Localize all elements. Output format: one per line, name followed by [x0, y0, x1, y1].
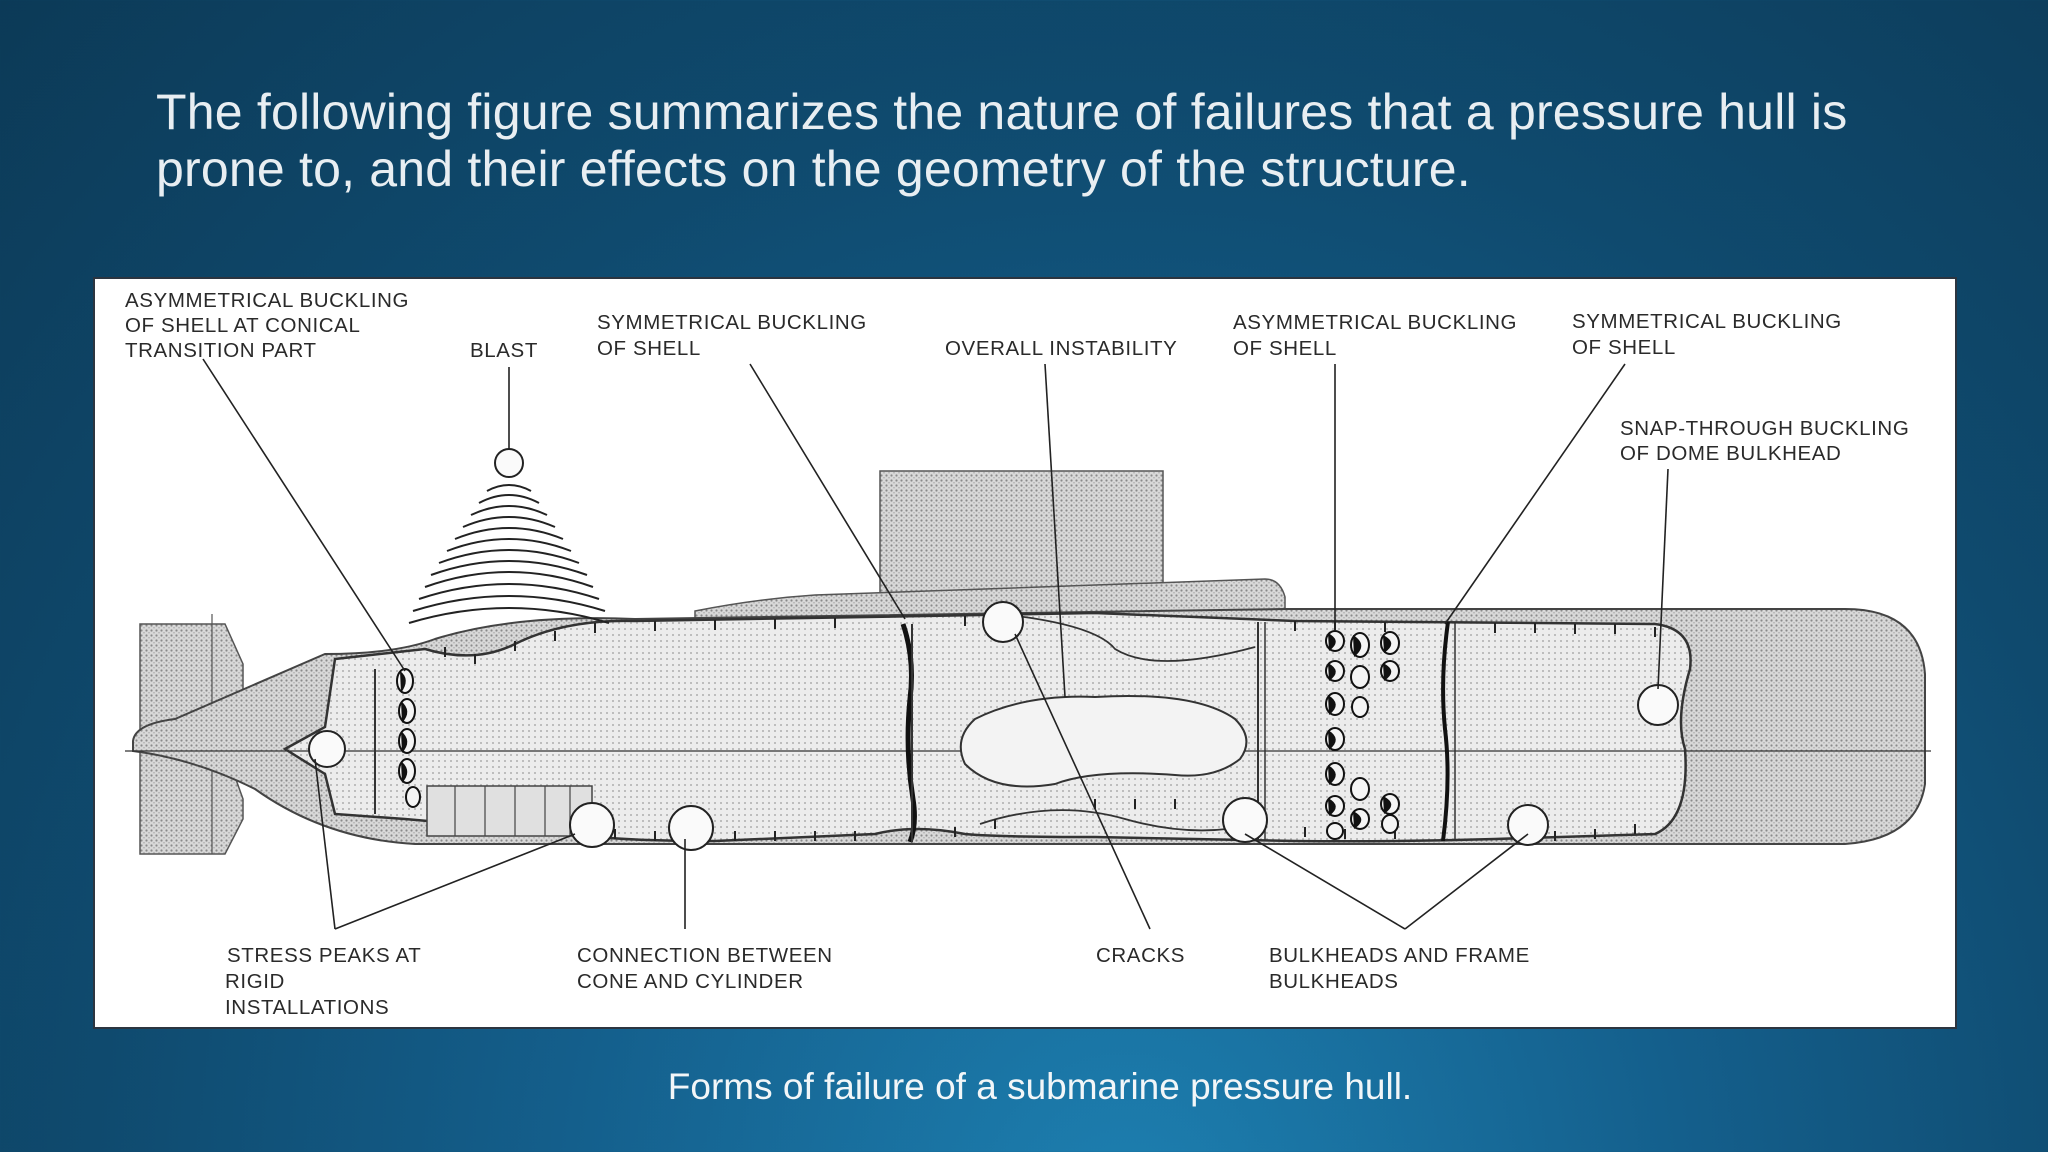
- label-stress-peaks-3: INSTALLATIONS: [225, 996, 389, 1019]
- bulkhead-3: [1441, 621, 1450, 842]
- blast-source: [494, 448, 524, 478]
- instability-bulge: [959, 694, 1248, 788]
- submarine-failure-figure: ASYMMETRICAL BUCKLING OF SHELL AT CONICA…: [93, 277, 1957, 1029]
- label-sym-shell-b-1: SYMMETRICAL BUCKLING: [1572, 310, 1842, 333]
- label-bulkheads-1: BULKHEADS AND FRAME: [1269, 944, 1530, 967]
- label-connection-2: CONE AND CYLINDER: [577, 970, 804, 993]
- label-bulkheads-2: BULKHEADS: [1269, 970, 1399, 993]
- label-stress-peaks-2: RIGID: [225, 970, 285, 993]
- label-sym-shell-b-2: OF SHELL: [1572, 336, 1676, 359]
- label-sym-shell-a-2: OF SHELL: [597, 337, 701, 360]
- heading-line-1: The following figure summarizes the natu…: [156, 84, 1848, 140]
- label-asym-shell-1: ASYMMETRICAL BUCKLING: [1233, 311, 1517, 334]
- bulkhead-1: [900, 623, 917, 843]
- label-stress-peaks-1: STRESS PEAKS AT: [227, 944, 421, 967]
- label-snap-through-1: SNAP-THROUGH BUCKLING: [1620, 417, 1909, 440]
- label-cracks: CRACKS: [1096, 944, 1185, 967]
- slide-heading: The following figure summarizes the natu…: [156, 84, 1916, 198]
- label-asym-conical-2: OF SHELL AT CONICAL: [125, 314, 360, 337]
- label-connection-1: CONNECTION BETWEEN: [577, 944, 833, 967]
- machinery-block: [426, 785, 593, 837]
- figure-caption: Forms of failure of a submarine pressure…: [667, 1066, 1413, 1107]
- label-blast: BLAST: [470, 339, 538, 362]
- label-overall-instability: OVERALL INSTABILITY: [945, 337, 1177, 360]
- label-asym-conical-1: ASYMMETRICAL BUCKLING: [125, 289, 409, 312]
- label-sym-shell-a-1: SYMMETRICAL BUCKLING: [597, 311, 867, 334]
- heading-line-2: prone to, and their effects on the geome…: [156, 141, 1471, 197]
- submarine-diagram: ASYMMETRICAL BUCKLING OF SHELL AT CONICA…: [125, 289, 1931, 1019]
- blast-waves: [408, 484, 610, 624]
- label-asym-shell-2: OF SHELL: [1233, 337, 1337, 360]
- label-snap-through-2: OF DOME BULKHEAD: [1620, 442, 1841, 465]
- leader-lines: [202, 358, 1669, 930]
- conical-buckling-shading: [400, 671, 408, 783]
- label-asym-conical-3: TRANSITION PART: [125, 339, 317, 362]
- shell-buckling-shading: [1328, 633, 1392, 829]
- conning-tower: [879, 470, 1164, 602]
- stress-circles: [308, 601, 1679, 851]
